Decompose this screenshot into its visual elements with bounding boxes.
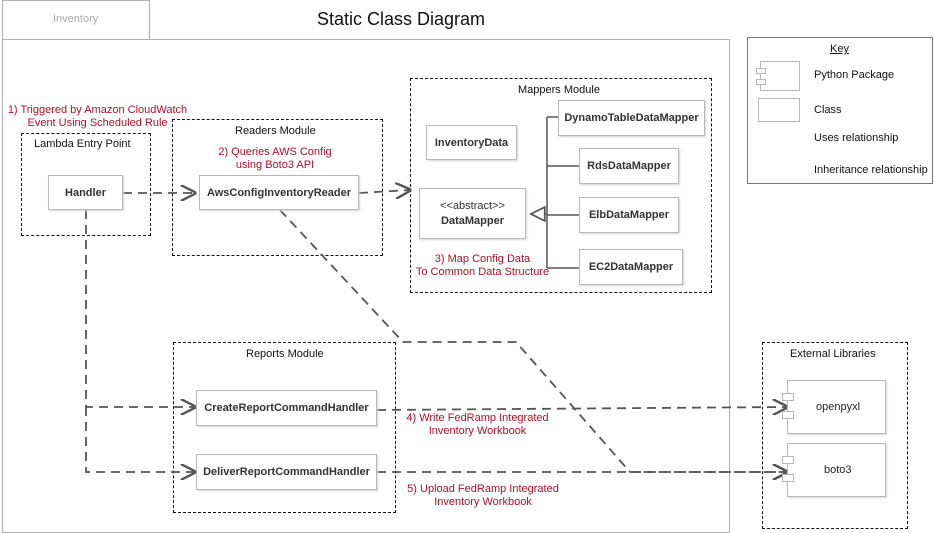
package-tab-icon	[782, 474, 794, 482]
package-lambda-label: Lambda Entry Point	[34, 138, 131, 150]
uses-reader-to-boto3	[279, 209, 787, 472]
package-reports-label: Reports Module	[246, 348, 324, 360]
class-rds-data-mapper[interactable]: RdsDataMapper	[579, 148, 679, 184]
key-python-package-label: Python Package	[814, 69, 895, 81]
class-handler[interactable]: Handler	[48, 175, 123, 210]
openpyxl-label: openpyxl	[816, 401, 861, 413]
key-inheritance-label: Inheritance relationship	[814, 164, 928, 176]
data-mapper-name: DataMapper	[441, 214, 504, 227]
uses-handler-to-deliver-report	[85, 407, 195, 472]
key-class-icon	[758, 98, 800, 122]
package-mappers-label: Mappers Module	[518, 84, 600, 96]
class-inventory-data[interactable]: InventoryData	[426, 125, 517, 160]
key-uses-label: Uses relationship	[814, 132, 899, 144]
class-deliver-report-command-handler[interactable]: DeliverReportCommandHandler	[196, 454, 377, 490]
package-tab-icon	[756, 79, 766, 85]
package-tab-icon	[782, 393, 794, 401]
package-tab-icon	[756, 68, 766, 74]
class-aws-config-inventory-reader[interactable]: AwsConfigInventoryReader	[199, 175, 359, 210]
package-lambda-entry-point: Lambda Entry Point	[21, 133, 151, 236]
key-legend: Key Python Package Class Uses relationsh…	[747, 37, 933, 184]
data-mapper-stereotype: <<abstract>>	[440, 199, 505, 212]
class-data-mapper[interactable]: <<abstract>> DataMapper	[419, 188, 526, 239]
boto3-label: boto3	[824, 464, 852, 476]
uses-reader-to-datamapper	[358, 190, 410, 193]
package-tab-icon	[782, 456, 794, 464]
package-tab-icon	[782, 411, 794, 419]
class-dynamo-table-data-mapper[interactable]: DynamoTableDataMapper	[558, 100, 705, 136]
package-reports-module: Reports Module	[173, 342, 396, 513]
package-readers-module: Readers Module	[172, 119, 383, 256]
inventory-tab-label: Inventory	[53, 13, 99, 25]
package-readers-label: Readers Module	[235, 125, 316, 137]
uses-handler-to-create-report	[85, 210, 195, 407]
key-python-package-icon	[756, 61, 800, 91]
class-elb-data-mapper[interactable]: ElbDataMapper	[579, 197, 679, 233]
inventory-tab[interactable]: Inventory	[2, 0, 150, 39]
class-create-report-command-handler[interactable]: CreateReportCommandHandler	[196, 390, 377, 426]
class-ec2-data-mapper[interactable]: EC2DataMapper	[579, 249, 683, 285]
diagram-title: Static Class Diagram	[317, 9, 486, 29]
key-class-label: Class	[814, 104, 842, 116]
uses-create-report-to-openpyxl	[376, 407, 787, 410]
package-external-libraries: External Libraries	[762, 342, 908, 529]
library-boto3[interactable]: boto3	[782, 443, 886, 497]
library-openpyxl[interactable]: openpyxl	[782, 380, 886, 434]
key-title: Key	[830, 43, 849, 55]
package-external-label: External Libraries	[790, 348, 876, 360]
